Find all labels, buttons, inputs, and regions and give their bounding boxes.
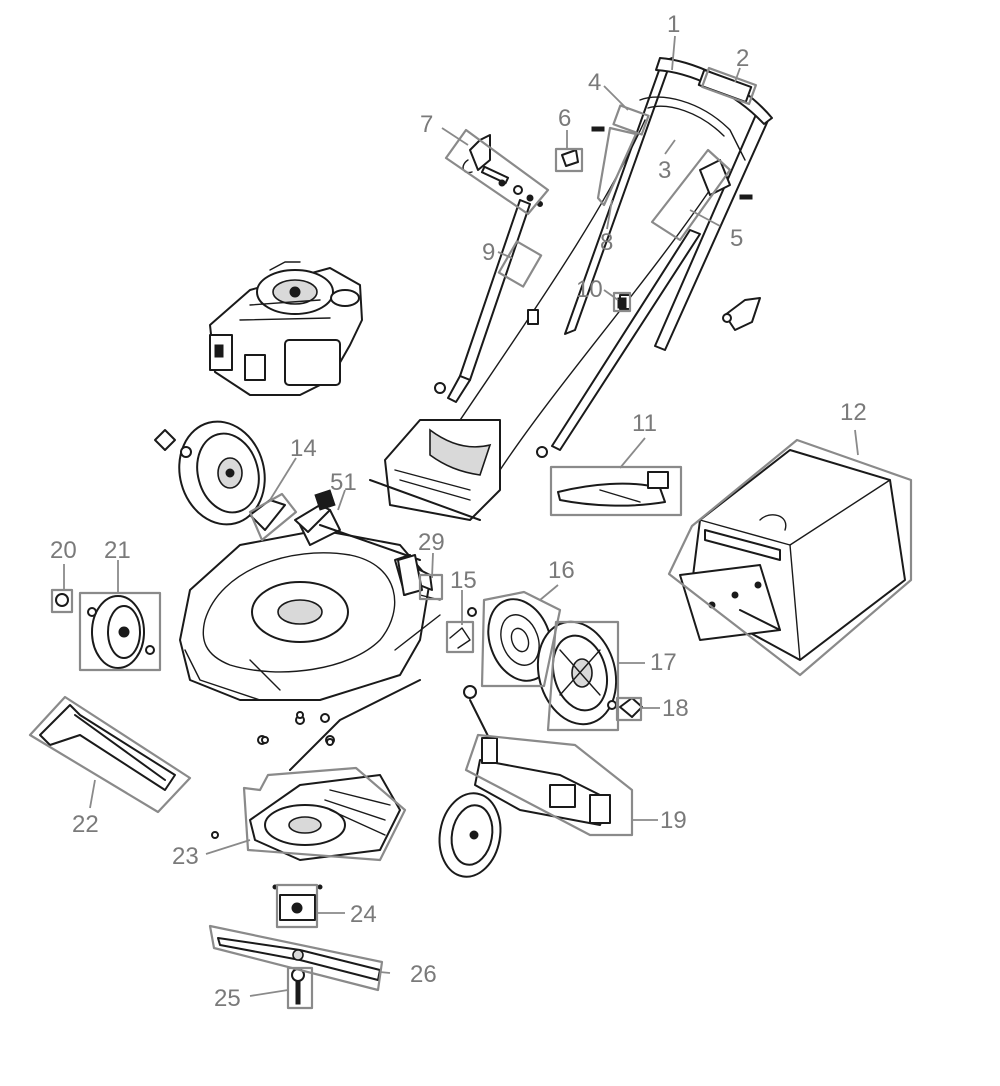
cable-tie-icon — [617, 297, 627, 309]
label-part-12: 12 — [840, 399, 867, 426]
bolt-icon — [591, 126, 605, 132]
wheel-knob — [154, 429, 176, 451]
label-part-5: 5 — [730, 225, 743, 252]
handle-assembly — [434, 57, 773, 471]
label-part-9: 9 — [482, 239, 495, 266]
cutting-blade — [217, 937, 381, 981]
label-part-24: 24 — [350, 901, 377, 928]
label-part-17: 17 — [650, 649, 677, 676]
label-part-14: 14 — [290, 435, 317, 462]
part-numbers: 1 2 3 4 5 6 7 8 9 10 11 12 14 15 16 17 1… — [50, 11, 867, 1012]
label-part-21: 21 — [104, 537, 131, 564]
hub-cap — [487, 598, 553, 682]
wheel-knob — [619, 697, 643, 718]
grass-bag-frame — [369, 419, 501, 521]
label-part-6: 6 — [558, 105, 571, 132]
rear-right-wheel — [438, 792, 502, 878]
rear-axle — [39, 704, 176, 791]
leader-lines — [63, 35, 859, 997]
label-part-2: 2 — [736, 45, 749, 72]
rear-left-wheel — [178, 420, 266, 526]
front-axle-assembly — [463, 685, 611, 826]
engine — [209, 261, 363, 396]
blade-bolt — [291, 968, 305, 1005]
label-part-16: 16 — [548, 557, 575, 584]
mower-deck — [179, 509, 433, 701]
label-part-3: 3 — [658, 157, 671, 184]
label-part-11: 11 — [632, 410, 657, 437]
label-part-10: 10 — [576, 276, 603, 303]
label-part-29: 29 — [418, 529, 445, 556]
label-part-19: 19 — [660, 807, 687, 834]
label-part-4: 4 — [588, 69, 601, 96]
linkage-rod — [289, 679, 421, 771]
label-part-25: 25 — [214, 985, 241, 1012]
label-part-1: 1 — [667, 11, 680, 38]
label-part-22: 22 — [72, 811, 99, 838]
label-part-23: 23 — [172, 843, 199, 870]
front-left-wheel — [87, 595, 155, 669]
callout-boxes — [28, 66, 913, 1010]
blade-adapter — [272, 884, 323, 921]
grass-bag — [679, 449, 906, 661]
height-lever-spring — [394, 554, 477, 651]
blade-housing — [211, 774, 401, 861]
label-part-15: 15 — [450, 567, 477, 594]
label-part-26: 26 — [410, 961, 437, 988]
washer — [55, 593, 69, 607]
bolt-icon — [739, 194, 753, 200]
label-part-18: 18 — [662, 695, 689, 722]
cable-clip — [561, 149, 579, 167]
label-part-8: 8 — [600, 229, 613, 256]
mulching-plug — [557, 471, 669, 507]
front-right-wheel — [536, 620, 618, 726]
label-part-7: 7 — [420, 111, 433, 138]
label-part-20: 20 — [50, 537, 77, 564]
label-part-51: 51 — [330, 469, 357, 496]
